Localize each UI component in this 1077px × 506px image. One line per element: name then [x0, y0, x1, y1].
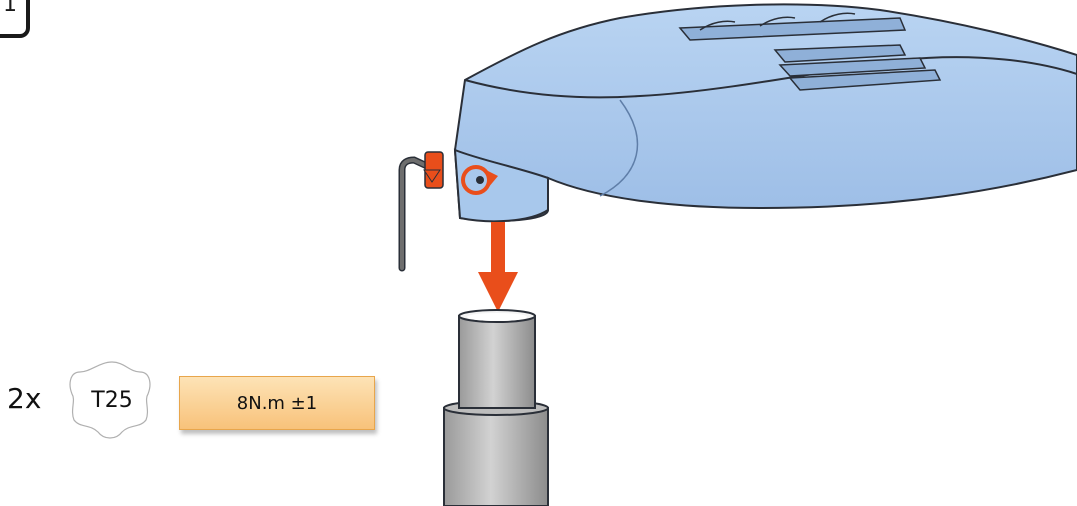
hex-key-icon [398, 151, 444, 272]
torx-bit-label: T25 [91, 388, 133, 413]
luminaire-head [453, 3, 1077, 223]
rotate-arrow-icon [461, 165, 498, 195]
pole [443, 309, 549, 506]
step-number: 1 [3, 0, 17, 17]
housing-edge [464, 56, 1077, 99]
torque-value: 8N.m ±1 [236, 392, 318, 414]
step-badge: 1 [0, 0, 30, 38]
torque-value-box: 8N.m ±1 [179, 376, 375, 430]
down-arrow-icon [478, 222, 518, 312]
torx-t25-icon [69, 361, 151, 439]
cooling-vents [678, 17, 942, 91]
quantity-label: 2x [7, 382, 42, 415]
